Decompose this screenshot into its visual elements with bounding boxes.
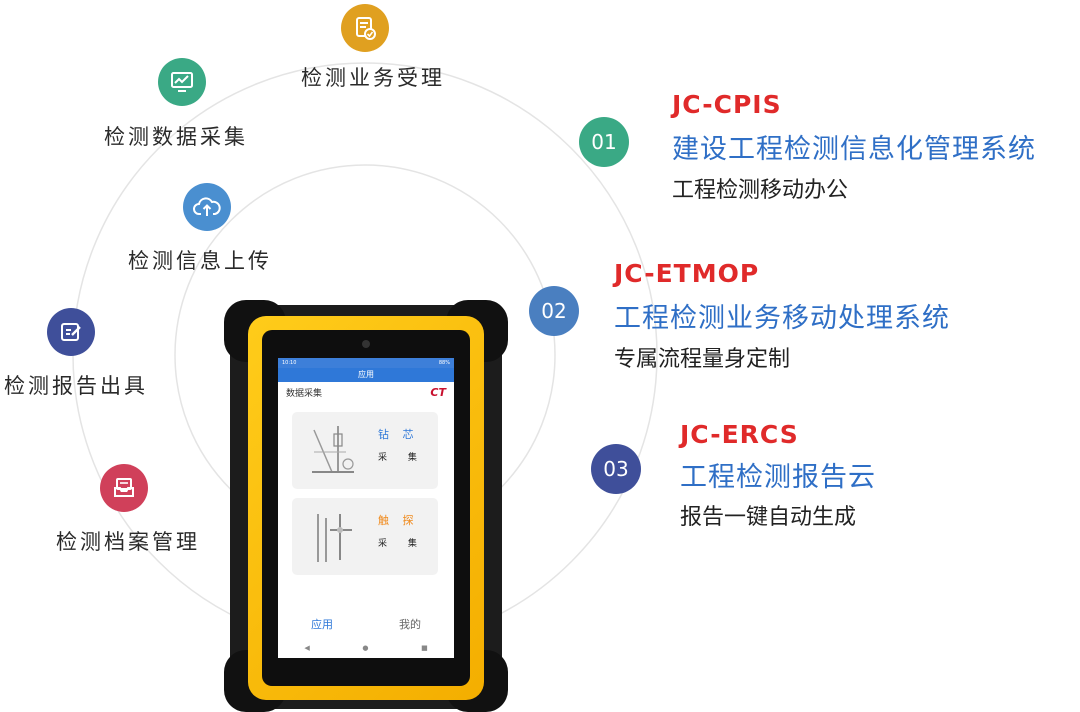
nav-back-icon[interactable]: ◀ [304, 644, 310, 652]
document-check-icon [341, 4, 389, 52]
status-bar: 10:10 88% [278, 358, 454, 368]
nav-home-icon[interactable]: ● [362, 644, 369, 652]
tab-mine[interactable]: 我的 [399, 618, 421, 631]
drill-rig-icon [312, 426, 354, 473]
system-sub-etmop: 专属流程量身定制 [614, 347, 791, 372]
system-number-03: 03 [591, 444, 641, 494]
system-code-cpis: JC-CPIS [672, 90, 782, 119]
system-name-cpis: 建设工程检测信息化管理系统 [672, 134, 1036, 165]
core-drilling-card[interactable]: 钻 芯 采 集 [292, 412, 438, 489]
feature-label-report: 检测报告出具 [4, 374, 148, 398]
status-battery: 88% [438, 360, 450, 366]
core-drilling-label: 钻 芯 [378, 428, 419, 441]
penetration-card[interactable]: 触 探 采 集 [292, 498, 438, 575]
probe-tool-icon [317, 514, 352, 562]
feature-label-archive: 检测档案管理 [56, 530, 200, 554]
camera-icon [362, 340, 370, 348]
system-code-etmop: JC-ETMOP [614, 259, 760, 288]
report-edit-icon [47, 308, 95, 356]
section-title: 数据采集 [286, 388, 323, 399]
system-nav-bar: ◀ ● ■ [278, 638, 454, 658]
system-number-01: 01 [579, 117, 629, 167]
tablet-screen: 10:10 88% 应用 数据采集 CT 钻 芯 采 集 触 探 采 集 应用 [278, 358, 454, 658]
chart-monitor-icon [158, 58, 206, 106]
system-sub-ercs: 报告一键自动生成 [680, 505, 857, 530]
section-header: 数据采集 CT [278, 382, 454, 402]
penetration-sub: 采 集 [378, 539, 426, 549]
bottom-tab-bar: 应用 我的 [278, 612, 454, 638]
app-title: 应用 [278, 368, 454, 382]
feature-label-upload: 检测信息上传 [128, 249, 272, 273]
brand-logo: CT [430, 385, 446, 399]
system-number-02: 02 [529, 286, 579, 336]
system-name-ercs: 工程检测报告云 [680, 462, 876, 493]
system-sub-cpis: 工程检测移动办公 [672, 178, 849, 203]
nav-recent-icon[interactable]: ■ [421, 644, 428, 652]
penetration-label: 触 探 [378, 514, 419, 527]
core-drilling-sub: 采 集 [378, 453, 426, 463]
system-code-ercs: JC-ERCS [680, 420, 799, 449]
cloud-upload-icon [183, 183, 231, 231]
feature-label-accept: 检测业务受理 [301, 66, 445, 90]
archive-tray-icon [100, 464, 148, 512]
status-time: 10:10 [282, 360, 297, 366]
feature-label-collect: 检测数据采集 [104, 125, 248, 149]
tab-apps[interactable]: 应用 [311, 618, 333, 631]
system-name-etmop: 工程检测业务移动处理系统 [614, 303, 950, 334]
